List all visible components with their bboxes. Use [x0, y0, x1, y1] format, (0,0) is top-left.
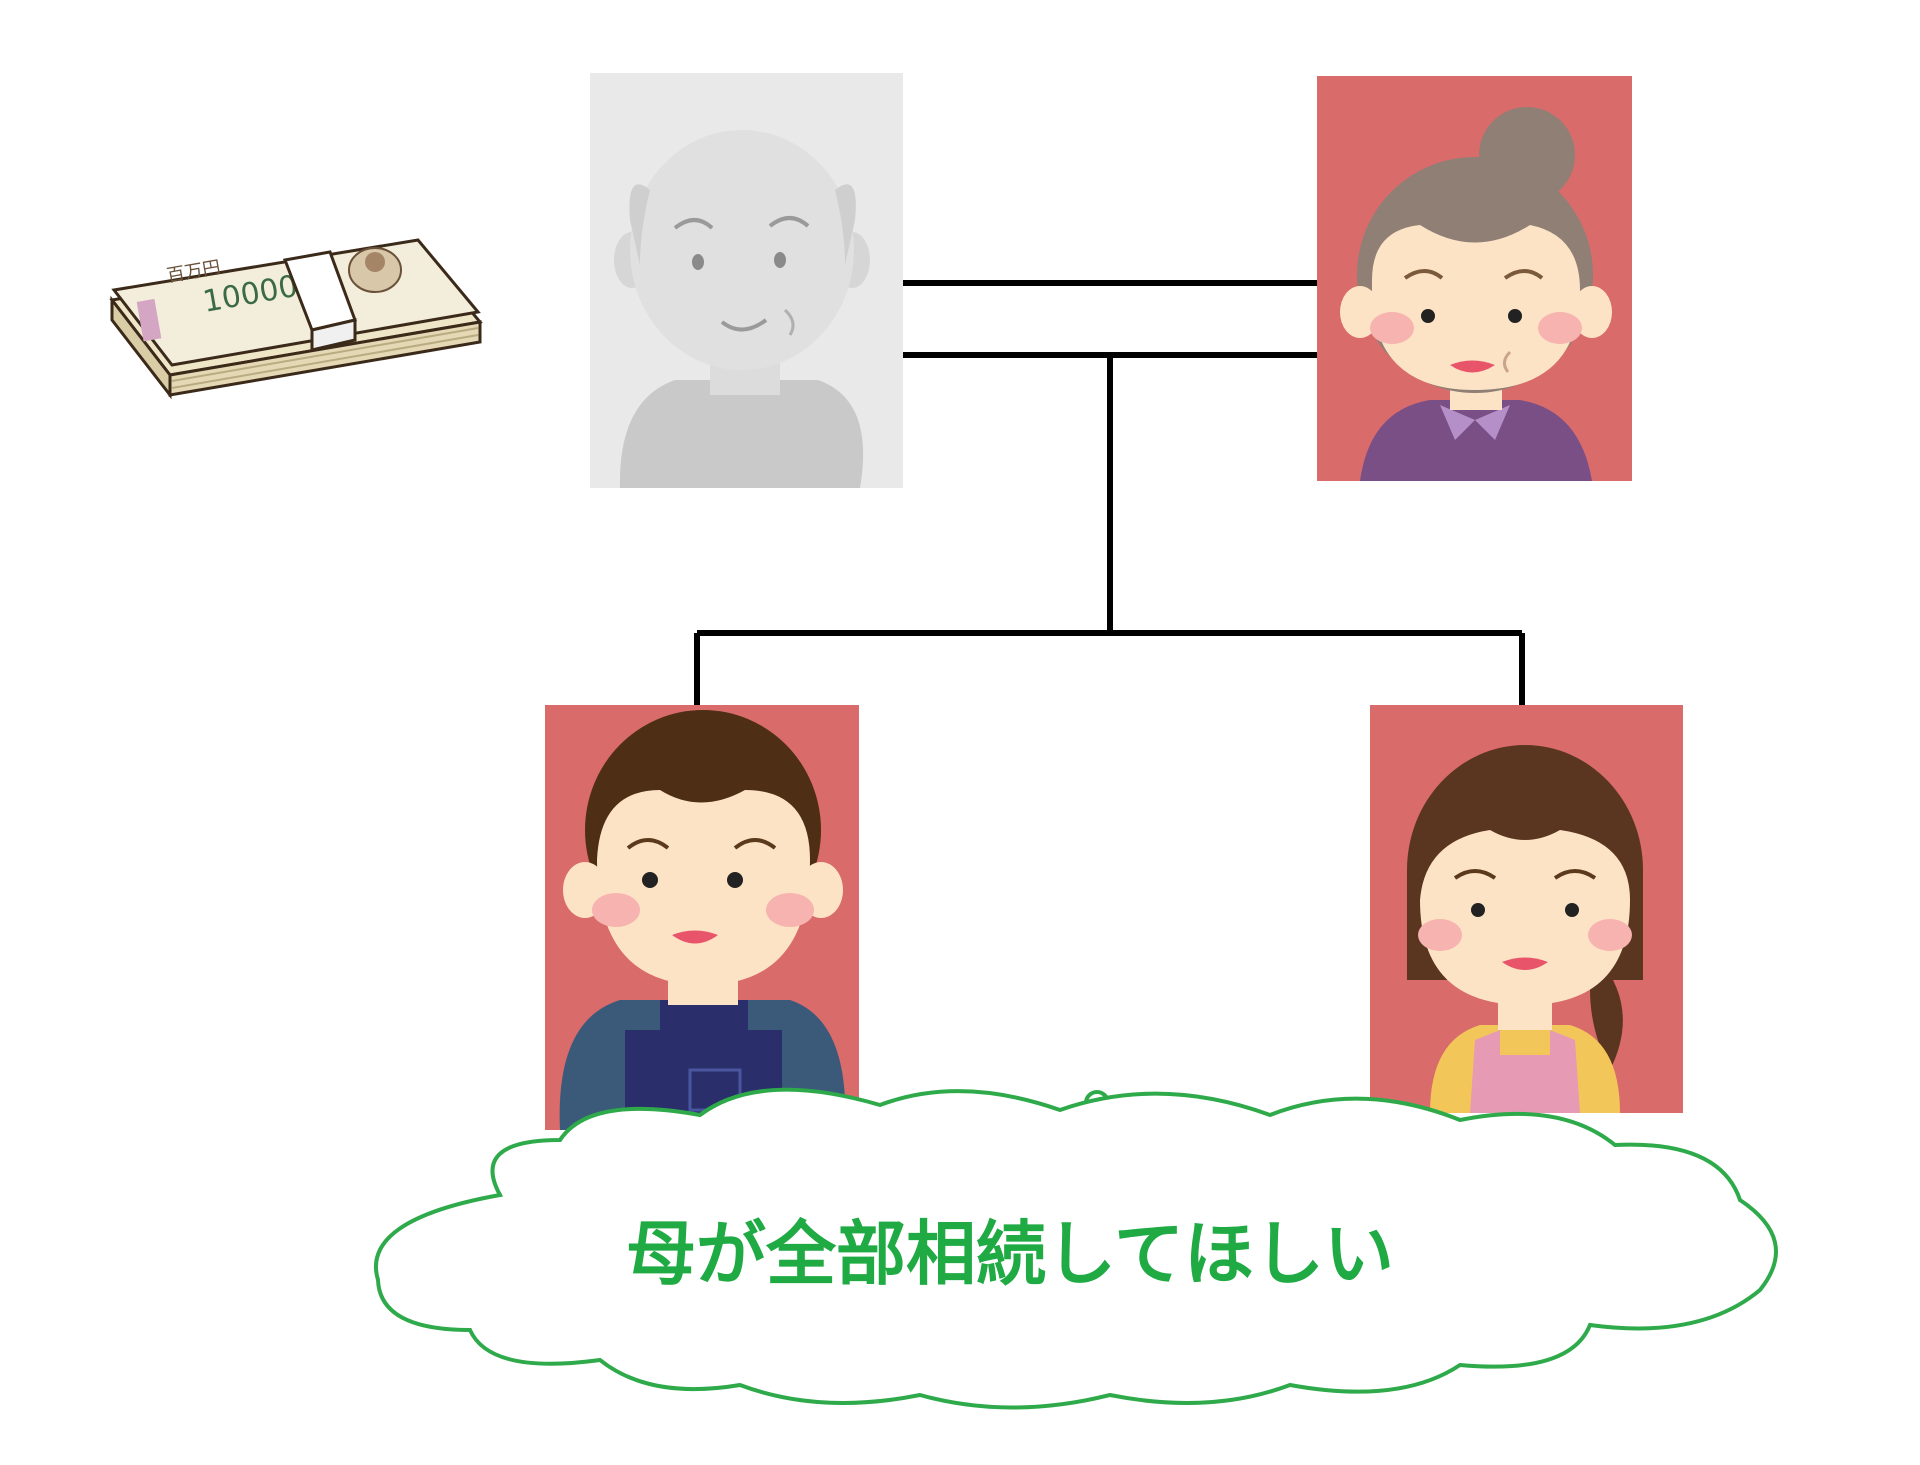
thought-cloud: [374, 1087, 1778, 1410]
thought-bubble: 母が全部相続してほしい: [374, 1087, 1778, 1410]
thought-text: 母が全部相続してほしい: [626, 1213, 1394, 1295]
family-connectors: [694, 280, 1525, 705]
son-portrait: [545, 705, 859, 1130]
man-in-overalls-icon: [559, 710, 846, 1130]
mother-portrait: [1317, 76, 1632, 481]
father-portrait: [590, 73, 903, 488]
daughter-portrait: [1370, 705, 1683, 1113]
money-bundle-icon: 10000 百万円: [109, 238, 483, 400]
elderly-woman-icon: [1340, 107, 1612, 481]
woman-in-apron-icon: [1407, 745, 1643, 1113]
elderly-man-greyed-icon: [614, 130, 870, 488]
